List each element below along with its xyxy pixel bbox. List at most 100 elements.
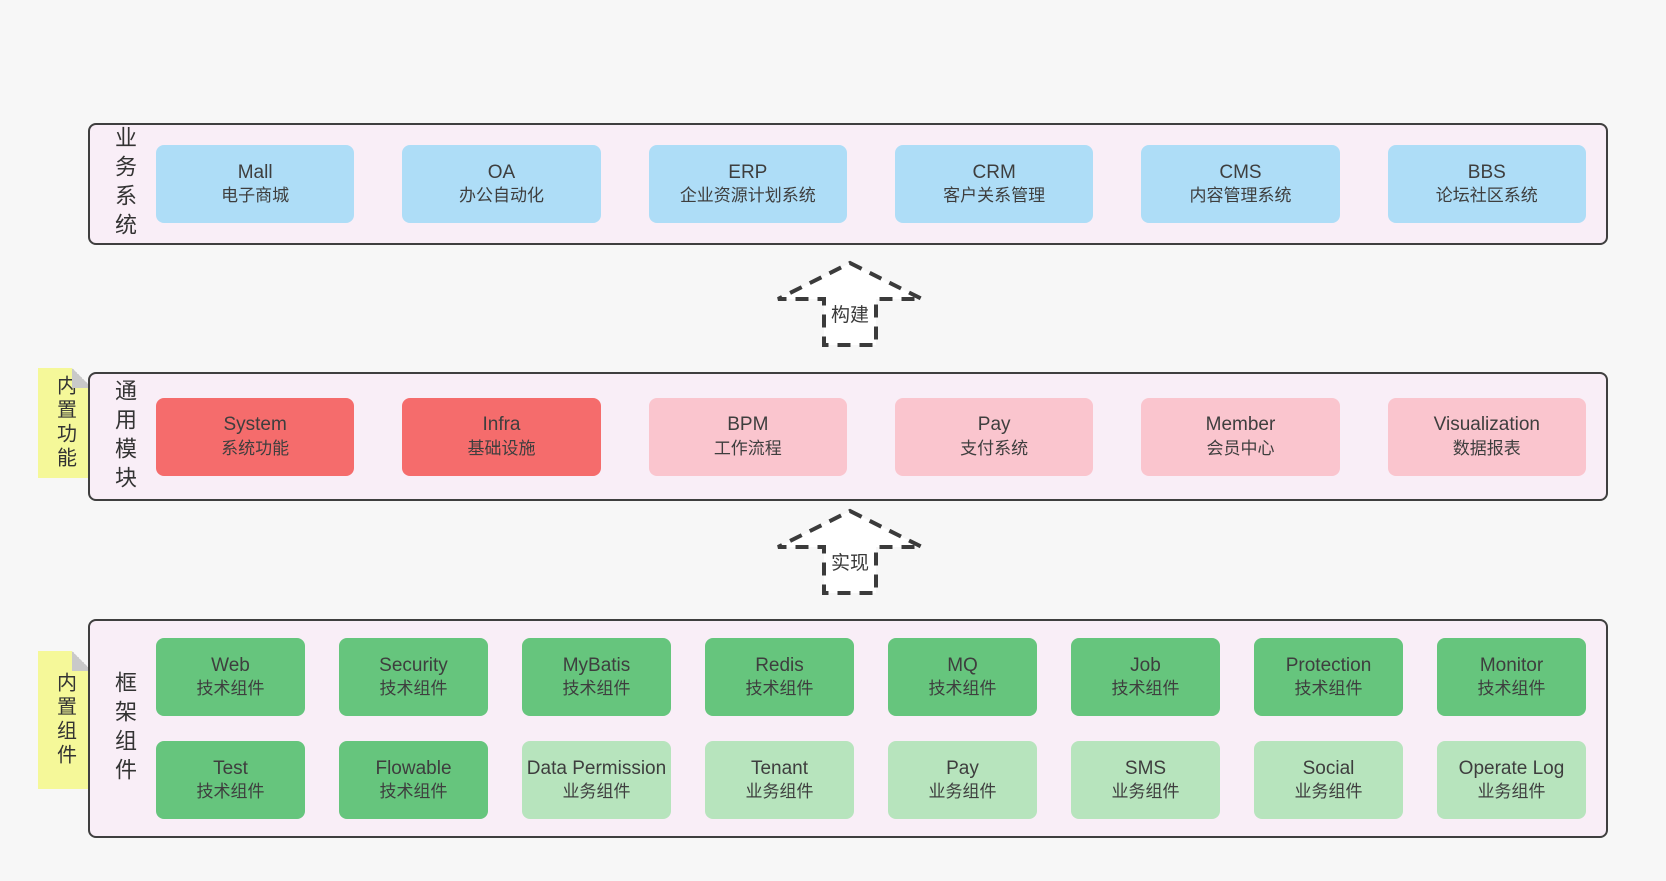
box-tenant: Tenant 业务组件 bbox=[705, 741, 854, 819]
box-web-subtitle: 技术组件 bbox=[196, 679, 265, 699]
box-pay: Pay 支付系统 bbox=[894, 397, 1094, 476]
sticky-fold-icon bbox=[72, 368, 92, 388]
box-monitor-subtitle: 技术组件 bbox=[1477, 679, 1546, 699]
box-bpm: BPM 工作流程 bbox=[648, 397, 847, 476]
box-mq-title: MQ bbox=[947, 654, 978, 676]
box-web: Web 技术组件 bbox=[156, 638, 305, 716]
box-pay-component-title: Pay bbox=[946, 757, 979, 779]
box-visualization-subtitle: 数据报表 bbox=[1452, 438, 1521, 458]
box-oa-title: OA bbox=[487, 161, 516, 183]
sticky-built-in-components: 内置组件 bbox=[38, 651, 92, 789]
box-sms: SMS 业务组件 bbox=[1071, 741, 1220, 819]
box-test: Test 技术组件 bbox=[156, 741, 305, 819]
box-oa: OA 办公自动化 bbox=[402, 145, 601, 223]
band-business-systems: 业务系统 Mall 电子商城 OA 办公自动化 ERP 企业资源计划系统 CRM… bbox=[88, 123, 1608, 245]
box-system: System 系统功能 bbox=[156, 397, 355, 476]
box-security: Security 技术组件 bbox=[339, 638, 488, 716]
box-bpm-title: BPM bbox=[727, 414, 769, 436]
box-protection-title: Protection bbox=[1285, 654, 1372, 676]
sticky-built-in-features-label: 内置功能 bbox=[53, 375, 76, 471]
common-modules-row: System 系统功能 Infra 基础设施 BPM 工作流程 Pay 支付系统… bbox=[156, 397, 1586, 476]
box-cms: CMS 内容管理系统 bbox=[1141, 145, 1340, 223]
box-sms-subtitle: 业务组件 bbox=[1111, 782, 1180, 802]
box-member-title: Member bbox=[1205, 414, 1276, 436]
box-visualization: Visualization 数据报表 bbox=[1387, 397, 1586, 476]
box-job-title: Job bbox=[1130, 654, 1161, 676]
box-erp-subtitle: 企业资源计划系统 bbox=[679, 186, 816, 206]
box-bbs-title: BBS bbox=[1467, 161, 1506, 183]
box-mq: MQ 技术组件 bbox=[888, 638, 1037, 716]
box-pay-subtitle: 支付系统 bbox=[960, 438, 1029, 458]
band-framework-components: 框架组件 Web 技术组件 Security 技术组件 MyBatis 技术组件… bbox=[88, 619, 1608, 838]
box-test-title: Test bbox=[213, 757, 248, 779]
box-crm-subtitle: 客户关系管理 bbox=[943, 186, 1046, 206]
box-web-title: Web bbox=[211, 654, 250, 676]
box-data-permission-title: Data Permission bbox=[526, 757, 667, 779]
box-mybatis-title: MyBatis bbox=[562, 654, 631, 676]
box-operate-log-title: Operate Log bbox=[1458, 757, 1565, 779]
box-social-title: Social bbox=[1302, 757, 1355, 779]
box-redis-title: Redis bbox=[755, 654, 804, 676]
box-infra-title: Infra bbox=[482, 414, 521, 436]
arrow-build: 构建 bbox=[775, 260, 925, 348]
band-common-modules-rows: System 系统功能 Infra 基础设施 BPM 工作流程 Pay 支付系统… bbox=[156, 397, 1586, 476]
box-job: Job 技术组件 bbox=[1071, 638, 1220, 716]
box-erp: ERP 企业资源计划系统 bbox=[648, 145, 847, 223]
band-business-systems-rows: Mall 电子商城 OA 办公自动化 ERP 企业资源计划系统 CRM 客户关系… bbox=[156, 145, 1586, 223]
box-data-permission-subtitle: 业务组件 bbox=[562, 782, 631, 802]
box-member-subtitle: 会员中心 bbox=[1206, 438, 1275, 458]
box-monitor: Monitor 技术组件 bbox=[1437, 638, 1586, 716]
framework-components-row-1: Web 技术组件 Security 技术组件 MyBatis 技术组件 Redi… bbox=[156, 638, 1586, 716]
box-bbs-subtitle: 论坛社区系统 bbox=[1435, 186, 1538, 206]
arrow-implement-label: 实现 bbox=[827, 548, 873, 575]
box-visualization-title: Visualization bbox=[1433, 414, 1540, 436]
box-security-subtitle: 技术组件 bbox=[379, 679, 448, 699]
box-infra-subtitle: 基础设施 bbox=[467, 438, 536, 458]
box-mybatis: MyBatis 技术组件 bbox=[522, 638, 671, 716]
band-common-modules: 通用模块 System 系统功能 Infra 基础设施 BPM 工作流程 Pay… bbox=[88, 372, 1608, 501]
box-flowable-title: Flowable bbox=[375, 757, 452, 779]
box-pay-component-subtitle: 业务组件 bbox=[928, 782, 997, 802]
box-erp-title: ERP bbox=[728, 161, 768, 183]
box-pay-title: Pay bbox=[977, 414, 1011, 436]
sticky-fold-icon bbox=[72, 651, 92, 671]
box-job-subtitle: 技术组件 bbox=[1111, 679, 1180, 699]
band-framework-components-rows: Web 技术组件 Security 技术组件 MyBatis 技术组件 Redi… bbox=[156, 638, 1586, 819]
box-operate-log: Operate Log 业务组件 bbox=[1437, 741, 1586, 819]
box-tenant-title: Tenant bbox=[750, 757, 809, 779]
box-monitor-title: Monitor bbox=[1479, 654, 1544, 676]
business-systems-row: Mall 电子商城 OA 办公自动化 ERP 企业资源计划系统 CRM 客户关系… bbox=[156, 145, 1586, 223]
arrow-implement: 实现 bbox=[775, 508, 925, 596]
box-redis-subtitle: 技术组件 bbox=[745, 679, 814, 699]
box-social-subtitle: 业务组件 bbox=[1294, 782, 1363, 802]
box-oa-subtitle: 办公自动化 bbox=[458, 186, 544, 206]
box-pay-component: Pay 业务组件 bbox=[888, 741, 1037, 819]
box-bpm-subtitle: 工作流程 bbox=[713, 438, 782, 458]
box-member: Member 会员中心 bbox=[1141, 397, 1340, 476]
box-data-permission: Data Permission 业务组件 bbox=[522, 741, 671, 819]
box-tenant-subtitle: 业务组件 bbox=[745, 782, 814, 802]
box-test-subtitle: 技术组件 bbox=[196, 782, 265, 802]
box-redis: Redis 技术组件 bbox=[705, 638, 854, 716]
band-business-systems-label: 业务系统 bbox=[112, 126, 137, 242]
framework-components-row-2: Test 技术组件 Flowable 技术组件 Data Permission … bbox=[156, 741, 1586, 819]
box-mq-subtitle: 技术组件 bbox=[928, 679, 997, 699]
box-flowable: Flowable 技术组件 bbox=[339, 741, 488, 819]
band-common-modules-label: 通用模块 bbox=[112, 378, 137, 495]
box-security-title: Security bbox=[379, 654, 448, 676]
box-mall: Mall 电子商城 bbox=[156, 145, 355, 223]
box-system-title: System bbox=[223, 414, 287, 436]
box-mybatis-subtitle: 技术组件 bbox=[562, 679, 631, 699]
box-crm-title: CRM bbox=[972, 161, 1016, 183]
arrow-build-label: 构建 bbox=[827, 300, 873, 327]
sticky-built-in-components-label: 内置组件 bbox=[53, 672, 76, 768]
band-framework-components-label: 框架组件 bbox=[112, 670, 137, 787]
box-cms-subtitle: 内容管理系统 bbox=[1189, 186, 1292, 206]
box-crm: CRM 客户关系管理 bbox=[894, 145, 1094, 223]
box-operate-log-subtitle: 业务组件 bbox=[1477, 782, 1546, 802]
box-protection-subtitle: 技术组件 bbox=[1294, 679, 1363, 699]
box-sms-title: SMS bbox=[1124, 757, 1167, 779]
box-flowable-subtitle: 技术组件 bbox=[379, 782, 448, 802]
box-infra: Infra 基础设施 bbox=[402, 397, 601, 476]
